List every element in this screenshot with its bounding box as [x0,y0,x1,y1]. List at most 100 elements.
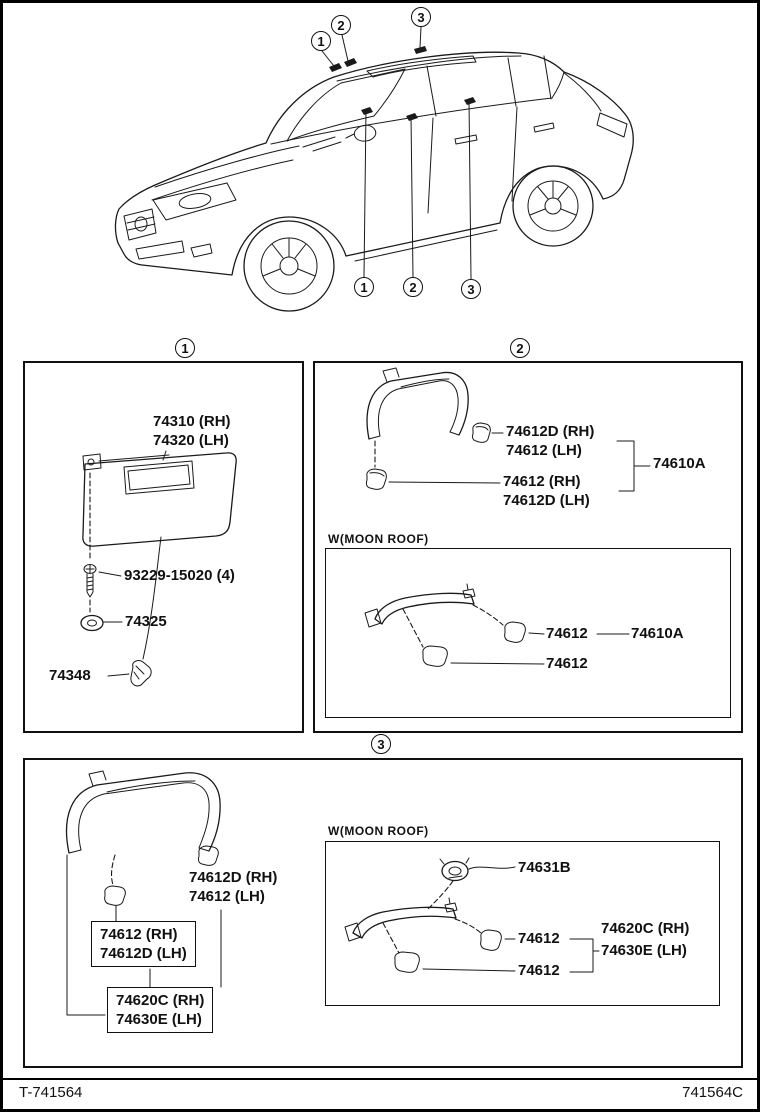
part-label-74310-rh: 74310 (RH) [153,413,231,430]
grip-cap-a-drawing-s3 [197,845,219,866]
ring-label-leader-s3 [468,866,516,870]
car-trunk-lid-line [563,72,602,112]
car-c-pillar [507,57,517,107]
callout-2-bottom-number: 2 [409,279,417,295]
part-label-74620c-rh-mr-s3: 74620C (RH) [601,920,690,937]
section1-callout: 1 [175,338,195,358]
callout-1-top-number: 1 [317,33,325,49]
part-label-74612-mr-s3: 74612 [518,930,560,947]
part-label-74612d-rh-s3: 74612D (RH) [189,869,278,886]
car-b-pillar [426,65,437,117]
callout-2-top-number: 2 [337,17,345,33]
roof-location-markers [329,46,476,121]
part-label-74612d-lh-s3: 74612D (LH) [100,945,187,962]
part-label-74348: 74348 [49,667,91,684]
mr-cap-label-leader-s3 [422,968,516,972]
grip-cap-b-drawing-s2 [365,468,387,490]
moonroof-title-s3: W(MOON ROOF) [328,824,429,838]
callout-3-bottom: 3 [461,279,481,299]
part-label-74325: 74325 [125,613,167,630]
mr-cap-b-dashed-s3 [382,922,400,954]
mr-assy-bracket-s3 [569,938,600,973]
part-label-74612-rh-s2: 74612 (RH) [503,473,581,490]
part-label-74612-mr-cap-s3: 74612 [518,962,560,979]
part-label-74620c-rh-s3: 74620C (RH) [116,992,205,1009]
diagram-line-art [65,26,651,1016]
car-callout-leaders [321,26,472,280]
footer-figure-number: 741564C [682,1084,743,1101]
car-body-outline [114,51,634,276]
part-label-74612d-rh-s2: 74612D (RH) [506,423,595,440]
screw-label-leader [98,571,122,577]
front-assist-grip-drawing [366,367,469,440]
cap-b-label-leader-s2 [388,481,501,484]
moonroof-grip-drawing-s3 [344,897,458,942]
car-rear-lamp [596,112,628,138]
section2-callout-number: 2 [516,340,524,356]
part-label-74612-mr-cap-s2: 74612 [546,655,588,672]
mr-cap-label-leader-s2 [450,662,545,665]
car-hood-creases [151,145,300,201]
mr-grip-label-leader-s2 [528,632,545,635]
car-headlight [152,182,237,221]
car-front-wheel [243,220,335,312]
section2-moonroof-box [325,548,731,718]
grip-cap-b-drawing-s3 [104,885,126,906]
part-label-74610a-s2: 74610A [653,455,706,472]
part-label-74612-lh-s2: 74612 (LH) [506,442,582,459]
rear-assist-grip-drawing [65,770,221,854]
section3-box [23,758,743,1068]
part-label-box-74612-s3: 74612 (RH) 74612D (LH) [91,921,196,967]
car-sunroof [366,55,477,78]
assy-bracket-s3 [66,854,222,1016]
part-label-74630e-lh-mr-s3: 74630E (LH) [601,942,687,959]
part-label-74612d-lh-s2: 74612D (LH) [503,492,590,509]
moonroof-grip-drawing-s2 [364,583,476,628]
car-illustration [114,51,634,312]
mr-cap-b-drawing-s3 [394,951,420,973]
grip-cap-a-drawing-s2 [471,422,491,443]
part-label-74320-lh: 74320 (LH) [153,432,229,449]
visor-label-leader [162,450,167,461]
footer-rule [3,1078,757,1080]
retainer-ring-drawing-s3 [439,857,470,882]
part-label-74612-mr-s2: 74612 [546,625,588,642]
part-label-74612-lh-s3: 74612 (LH) [189,888,265,905]
car-windshield [286,68,406,142]
section3-callout-number: 3 [377,736,385,752]
mr-cap-b-drawing-s2 [422,645,448,667]
car-lower-intake [135,240,185,260]
part-label-box-74620c-s3: 74620C (RH) 74630E (LH) [107,987,214,1033]
section3-callout: 3 [371,734,391,754]
callout-1-top: 1 [311,31,331,51]
hook-label-leader [107,673,130,677]
visor-hook-drawing [130,660,152,687]
section3-moonroof-box [325,841,720,1006]
part-label-74631b-s3: 74631B [518,859,571,876]
section2-callout: 2 [510,338,530,358]
mr-cap-a-drawing-s2 [504,621,526,643]
part-label-74612-rh-s3: 74612 (RH) [100,926,178,943]
car-headlight-lens [178,193,212,209]
car-trunk-split [551,71,565,99]
car-rear-wheel [512,165,594,247]
mr-cap-b-dashed-s2 [402,608,424,648]
callout-1-bottom-number: 1 [360,279,368,295]
assy-bracket-s2 [616,440,651,492]
callout-3-top: 3 [411,7,431,27]
grip-cap-b-dashed-s3 [110,854,116,886]
section1-callout-number: 1 [181,340,189,356]
part-label-74630e-lh-s3: 74630E (LH) [116,1011,202,1028]
car-roof-inner-line [336,55,522,82]
car-rocker-accent [354,229,498,262]
mr-cap-a-dashed-s2 [472,604,504,626]
callout-2-top: 2 [331,15,351,35]
car-wipers [302,136,342,152]
footer-diagram-code: T-741564 [19,1084,83,1101]
callout-1-bottom: 1 [354,277,374,297]
car-grille [123,208,157,241]
part-label-93229-15020: 93229-15020 (4) [124,567,235,584]
visor-hook-curve [142,536,162,660]
sun-visor-drawing [82,452,237,547]
